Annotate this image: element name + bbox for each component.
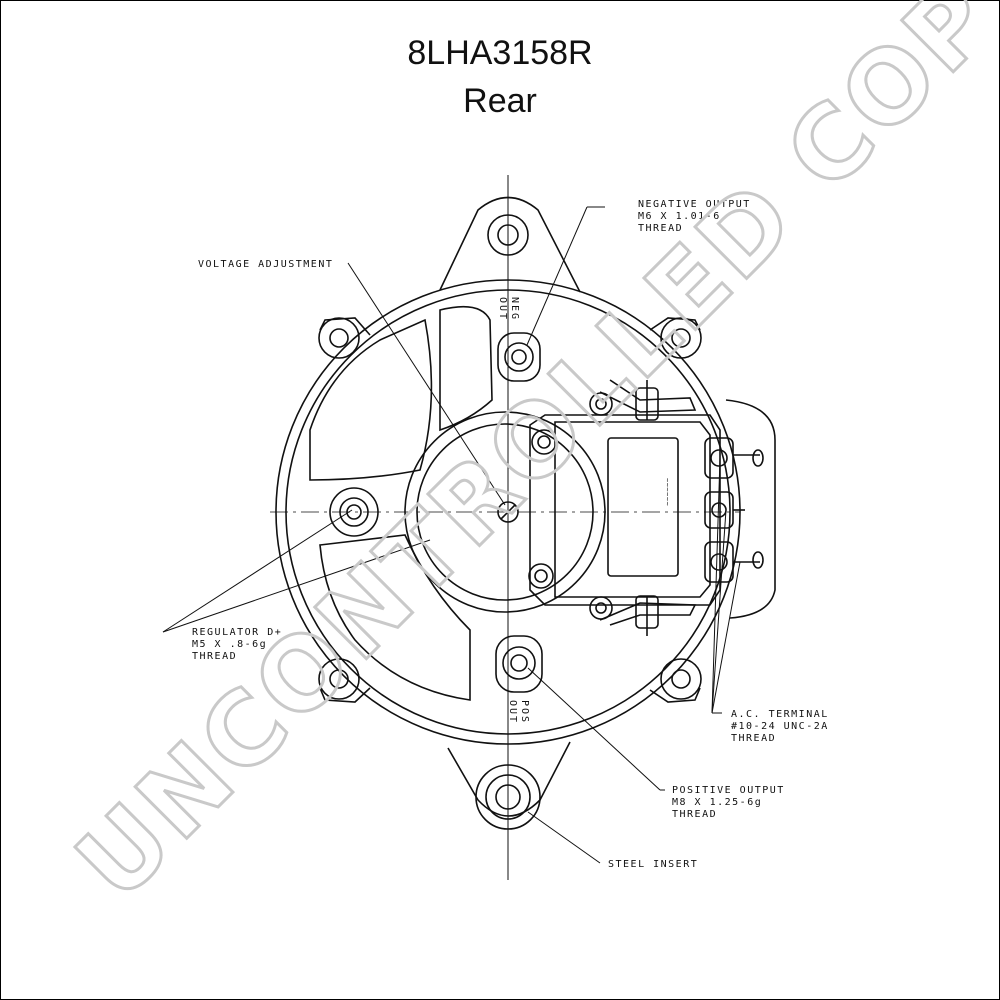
negative-output-label-line1: NEGATIVE OUTPUT (638, 199, 751, 210)
ac-terminal-label-line2: #10-24 UNC-2A (731, 721, 829, 732)
alternator-outline (270, 175, 776, 880)
positive-output-label-line2: M8 X 1.25-6g (672, 797, 762, 808)
positive-output-label-line3: THREAD (672, 809, 717, 820)
regulator-d-plus-label-line1: REGULATOR D+ (192, 627, 282, 638)
regulator-d-plus-label-line2: M5 X .8-6g (192, 639, 267, 650)
voltage-adjustment-label: VOLTAGE ADJUSTMENT (198, 259, 333, 270)
view-subtitle: Rear (463, 82, 537, 120)
positive-output-label-line1: POSITIVE OUTPUT (672, 785, 785, 796)
out-bottom-mark: OUT (507, 700, 518, 724)
out-top-mark: OUT (497, 297, 508, 321)
ac-terminal-label-line1: A.C. TERMINAL (731, 709, 829, 720)
leader-lines (162, 206, 741, 864)
negative-output-label-line2: M6 X 1.01-6 (638, 211, 721, 222)
ac-terminal-label-line3: THREAD (731, 733, 776, 744)
steel-insert-label: STEEL INSERT (608, 859, 698, 870)
uncontrolled-copy-watermark: UNCONTROLLED COPY (54, 0, 1000, 922)
regulator-d-plus-label-line3: THREAD (192, 651, 237, 662)
regulator-brand-mark: ~~~~~~ (663, 478, 671, 506)
neg-top-mark: NEG (509, 297, 520, 321)
part-number-title: 8LHA3158R (407, 34, 593, 72)
pos-bottom-mark: POS (519, 700, 530, 724)
negative-output-label-line3: THREAD (638, 223, 683, 234)
